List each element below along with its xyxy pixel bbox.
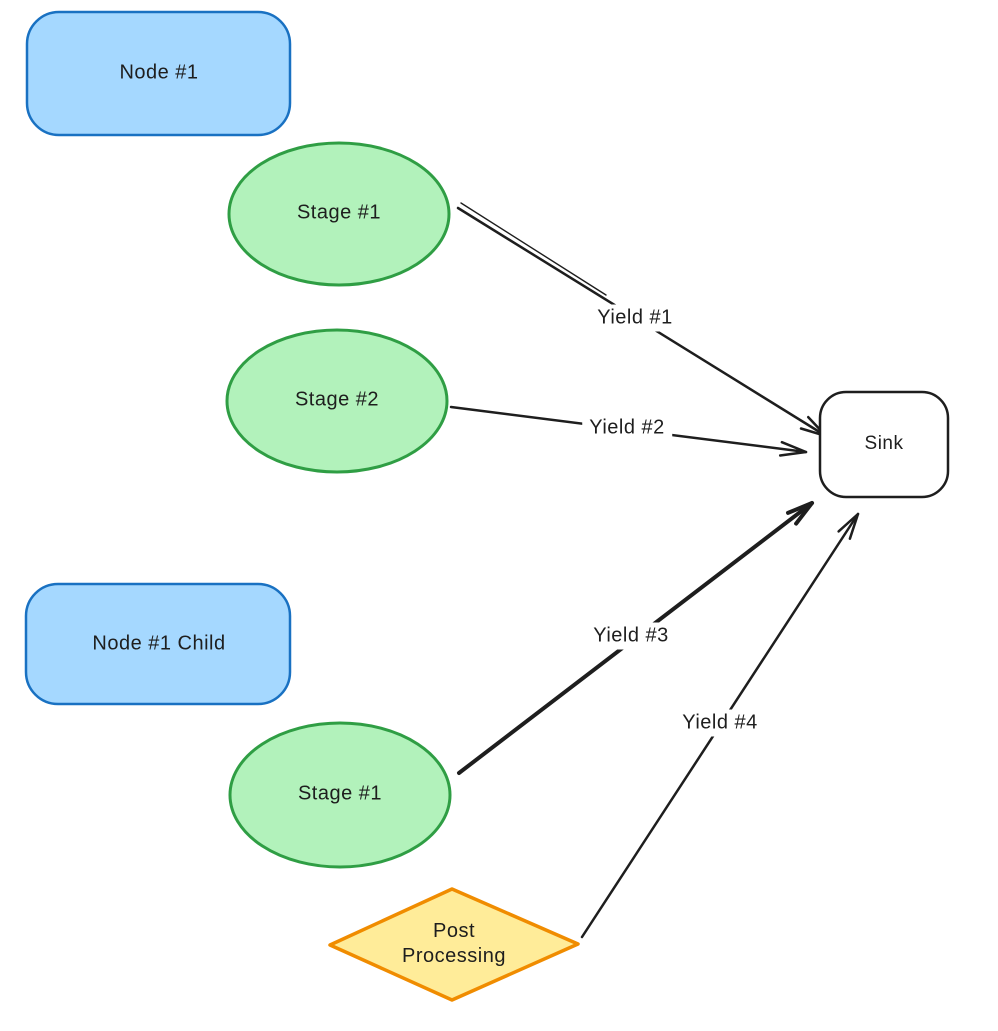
edge-yield-2-label: Yield #2	[582, 414, 672, 442]
edge-yield-1-sketch-stroke	[460, 202, 607, 296]
node-stage1-top-shape	[227, 141, 451, 287]
node-node1-child-label: Node #1 Child	[92, 632, 226, 655]
edge-yield-4-arrowhead	[837, 512, 860, 540]
node-node1-shape	[25, 10, 292, 137]
node-stage1-bottom-label: Stage #1	[297, 782, 383, 805]
node-sink-label: Sink	[864, 433, 904, 455]
node-sink-shape	[818, 390, 950, 499]
node-node1-label: Node #1	[119, 61, 199, 84]
node-post-processing-shape	[328, 887, 580, 1002]
node-stage1-top-label: Stage #1	[296, 201, 382, 224]
node-post-processing-label: Post Processing	[402, 920, 506, 967]
edge-yield-2-arrowhead	[778, 440, 808, 457]
node-stage2-label: Stage #2	[294, 388, 380, 411]
edge-yield-3-arrowhead	[786, 501, 814, 526]
node-node1-child-shape	[24, 582, 292, 706]
edge-yield-4-label: Yield #4	[675, 709, 765, 737]
edge-yield-1-label: Yield #1	[590, 304, 680, 332]
edge-yield-3-label: Yield #3	[586, 622, 676, 650]
node-stage1-bottom-shape	[228, 721, 452, 869]
node-stage2-shape	[225, 328, 449, 474]
